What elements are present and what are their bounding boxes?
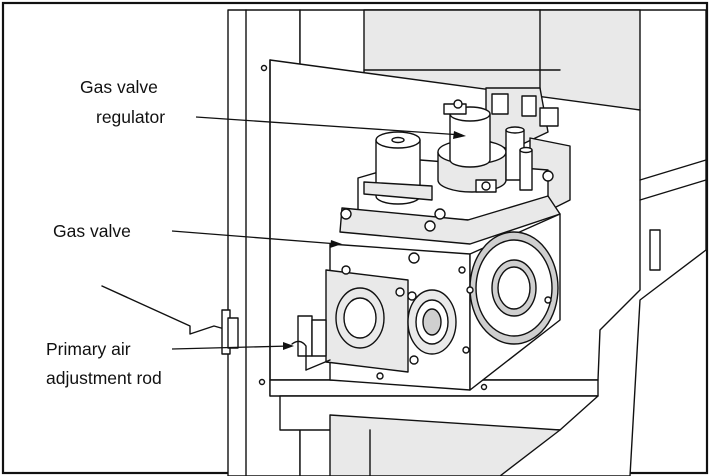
pilot-fitting [505, 126, 533, 191]
leader-regulator [195, 116, 466, 139]
leader-rod [171, 342, 294, 350]
callout-regulator-line2: regulator [96, 107, 165, 127]
callout-rod-line1: Primary air [46, 339, 131, 359]
callout-valve-line1: Gas valve [53, 221, 131, 241]
regulator [437, 99, 507, 193]
gas-valve-body [325, 87, 571, 391]
callout-regulator-line1: Gas valve [80, 77, 158, 97]
valve-cap [363, 131, 433, 205]
callout-rod-line2: adjustment rod [46, 368, 162, 388]
air-adjustment-rod [291, 315, 331, 371]
cabinet [101, 9, 707, 476]
leader-valve [171, 230, 342, 248]
